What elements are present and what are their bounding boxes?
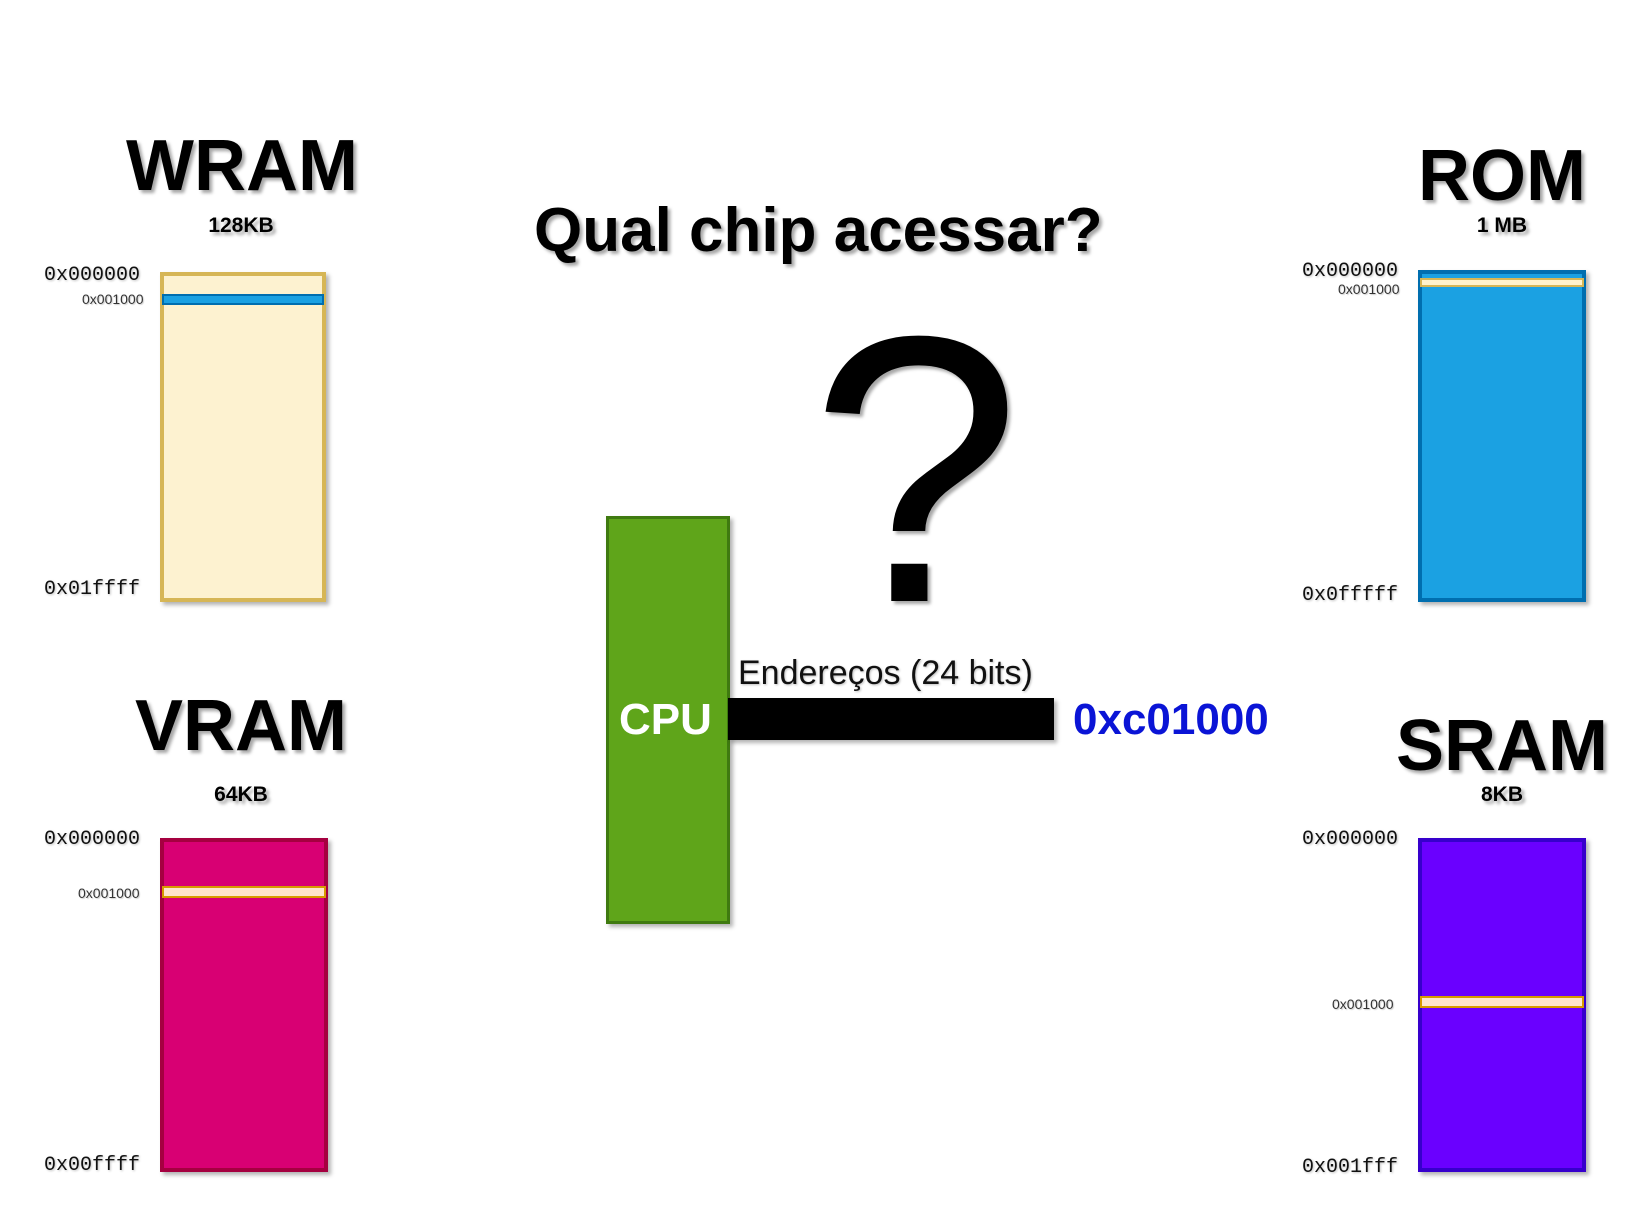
question-mark: ? [810,257,1022,682]
rom-address-marker [1420,278,1584,287]
address-bus [728,698,1054,740]
sram-addr-end: 0x001fff [1302,1156,1399,1179]
vram-addr-end: 0x00ffff [44,1154,141,1177]
sram-addr-marker: 0x001000 [1332,996,1394,1012]
rom-addr-start: 0x000000 [1302,260,1399,283]
rom-addr-end: 0x0fffff [1302,584,1399,607]
vram-size: 64KB [214,783,268,806]
wram-size: 128KB [208,214,274,237]
address-bus-label: Endereços (24 bits) [738,654,1033,692]
vram-name: VRAM [135,686,347,766]
vram-addr-start: 0x000000 [44,828,141,851]
bus-address-value: 0xc01000 [1073,695,1269,744]
wram-addr-start: 0x000000 [44,264,141,287]
wram-addr-end: 0x01ffff [44,578,141,601]
wram-address-marker [162,294,324,305]
cpu-label: CPU [619,695,712,744]
wram-name: WRAM [126,126,358,206]
sram-size: 8KB [1480,783,1523,806]
sram-name: SRAM [1396,706,1608,786]
rom-memory-bank [1418,270,1586,602]
vram-addr-marker: 0x001000 [78,885,140,901]
vram-address-marker [162,886,326,898]
wram-addr-marker: 0x001000 [82,291,144,307]
rom-addr-marker: 0x001000 [1338,281,1400,297]
rom-name: ROM [1418,136,1586,216]
wram-memory-bank [160,272,326,602]
sram-addr-start: 0x000000 [1302,828,1399,851]
page-title: Qual chip acessar? [534,196,1103,265]
sram-address-marker [1420,996,1584,1008]
rom-size: 1 MB [1476,214,1528,237]
